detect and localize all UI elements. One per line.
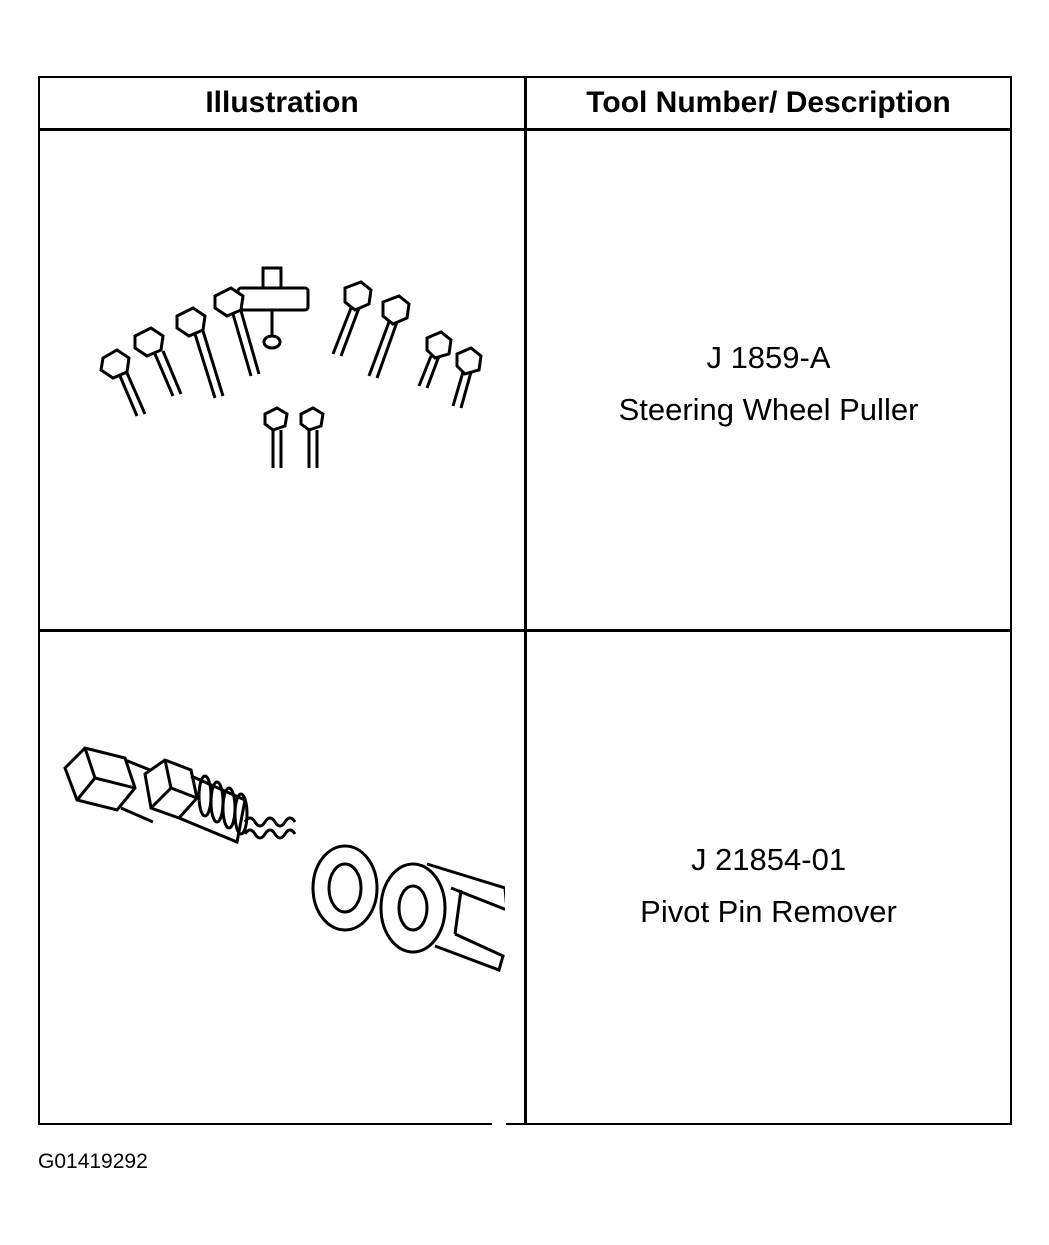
- header-divider: [40, 128, 1010, 131]
- tool-table: Illustration Tool Number/ Description: [38, 76, 1012, 1128]
- steering-wheel-puller-icon: [65, 258, 485, 483]
- column-divider: [524, 78, 527, 1125]
- header-illustration: Illustration: [205, 86, 359, 119]
- tool-description: Pivot Pin Remover: [640, 894, 897, 929]
- pivot-pin-remover-icon: [55, 738, 509, 983]
- border-gap: [492, 1122, 506, 1128]
- tool-cell-row-1: J 1859-A Steering Wheel Puller: [527, 332, 1010, 436]
- tool-cell-row-2: J 21854-01 Pivot Pin Remover: [527, 834, 1010, 938]
- row-divider: [40, 629, 1010, 632]
- tool-number: J 21854-01: [690, 842, 847, 877]
- tool-description: Steering Wheel Puller: [618, 392, 919, 427]
- tool-number: J 1859-A: [706, 340, 831, 375]
- header-tool-description: Tool Number/ Description: [586, 86, 951, 119]
- figure-id: G01419292: [38, 1150, 148, 1173]
